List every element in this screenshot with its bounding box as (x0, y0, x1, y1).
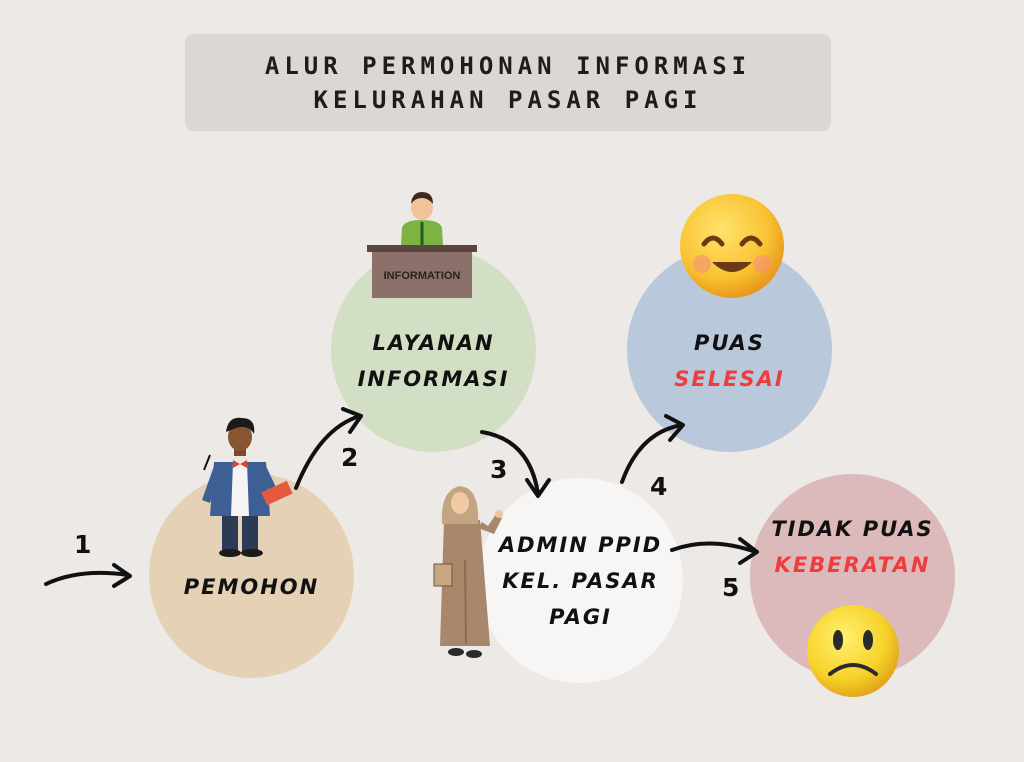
node-admin-line-1: ADMIN PPID (498, 532, 663, 557)
arrow-3 (480, 430, 551, 498)
node-tidak-line-1: TIDAK PUAS (771, 516, 934, 541)
information-desk-icon: INFORMATION (367, 192, 477, 298)
node-pemohon-label: PEMOHON (183, 574, 320, 599)
step-number-3: 3 (490, 455, 508, 484)
step-number-1: 1 (74, 530, 92, 559)
arrow-5 (670, 537, 759, 565)
node-layanan-line-1: LAYANAN (372, 330, 495, 355)
node-admin-line-3: PAGI (549, 604, 612, 629)
arrow-1 (44, 563, 132, 588)
node-puas-line-2: SELESAI (674, 366, 785, 391)
admin-figure-icon (433, 486, 503, 658)
title-line-1: ALUR PERMOHONAN INFORMASI (264, 51, 752, 80)
node-layanan-line-2: INFORMASI (357, 366, 510, 391)
step-number-4: 4 (650, 472, 668, 501)
pemohon-figure-icon (202, 417, 293, 557)
frowning-face-icon (807, 605, 899, 697)
title-banner: ALUR PERMOHONAN INFORMASI KELURAHAN PASA… (185, 34, 831, 131)
arrow-4 (620, 414, 685, 484)
node-tidak-line-2: KEBERATAN (774, 552, 931, 577)
smiling-face-icon (680, 194, 784, 298)
arrow-2 (294, 407, 363, 490)
title-line-2: KELURAHAN PASAR PAGI (313, 85, 703, 114)
node-admin-ppid: ADMIN PPID KEL. PASAR PAGI (478, 478, 683, 683)
info-sign-text: INFORMATION (384, 270, 461, 282)
node-admin-line-2: KEL. PASAR (502, 568, 659, 593)
step-number-5: 5 (722, 573, 740, 602)
node-puas-line-1: PUAS (694, 330, 765, 355)
step-number-2: 2 (341, 443, 359, 472)
